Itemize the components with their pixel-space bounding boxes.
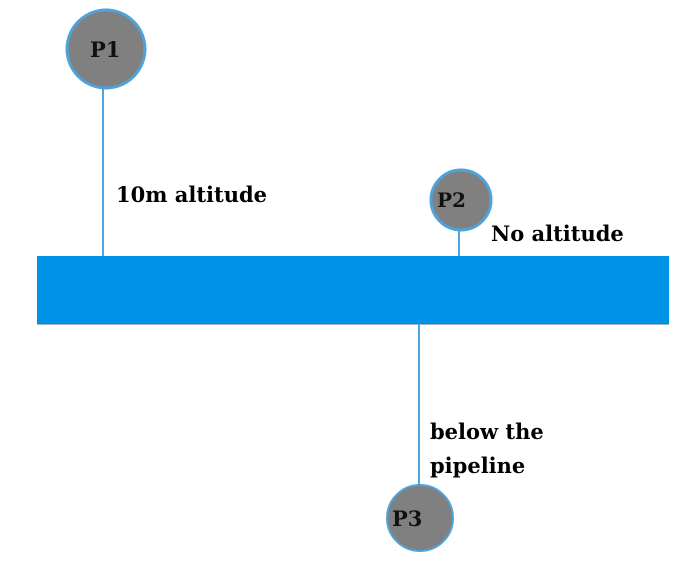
p2-annotation: No altitude (491, 221, 624, 246)
p3-annotation-line2: pipeline (430, 453, 525, 478)
p3-circle (386, 484, 454, 552)
pipeline-bar (37, 256, 669, 324)
p1-annotation: 10m altitude (116, 182, 267, 207)
p1-circle (65, 8, 147, 90)
point-p1: P1 (65, 8, 147, 90)
p1-label: P1 (90, 37, 120, 62)
point-p2: P2 (429, 168, 493, 232)
p2-circle (429, 168, 493, 232)
p3-annotation-line1: below the (430, 419, 544, 444)
p2-label: P2 (437, 188, 466, 212)
p3-label: P3 (392, 506, 422, 531)
point-p3: P3 (386, 484, 454, 552)
